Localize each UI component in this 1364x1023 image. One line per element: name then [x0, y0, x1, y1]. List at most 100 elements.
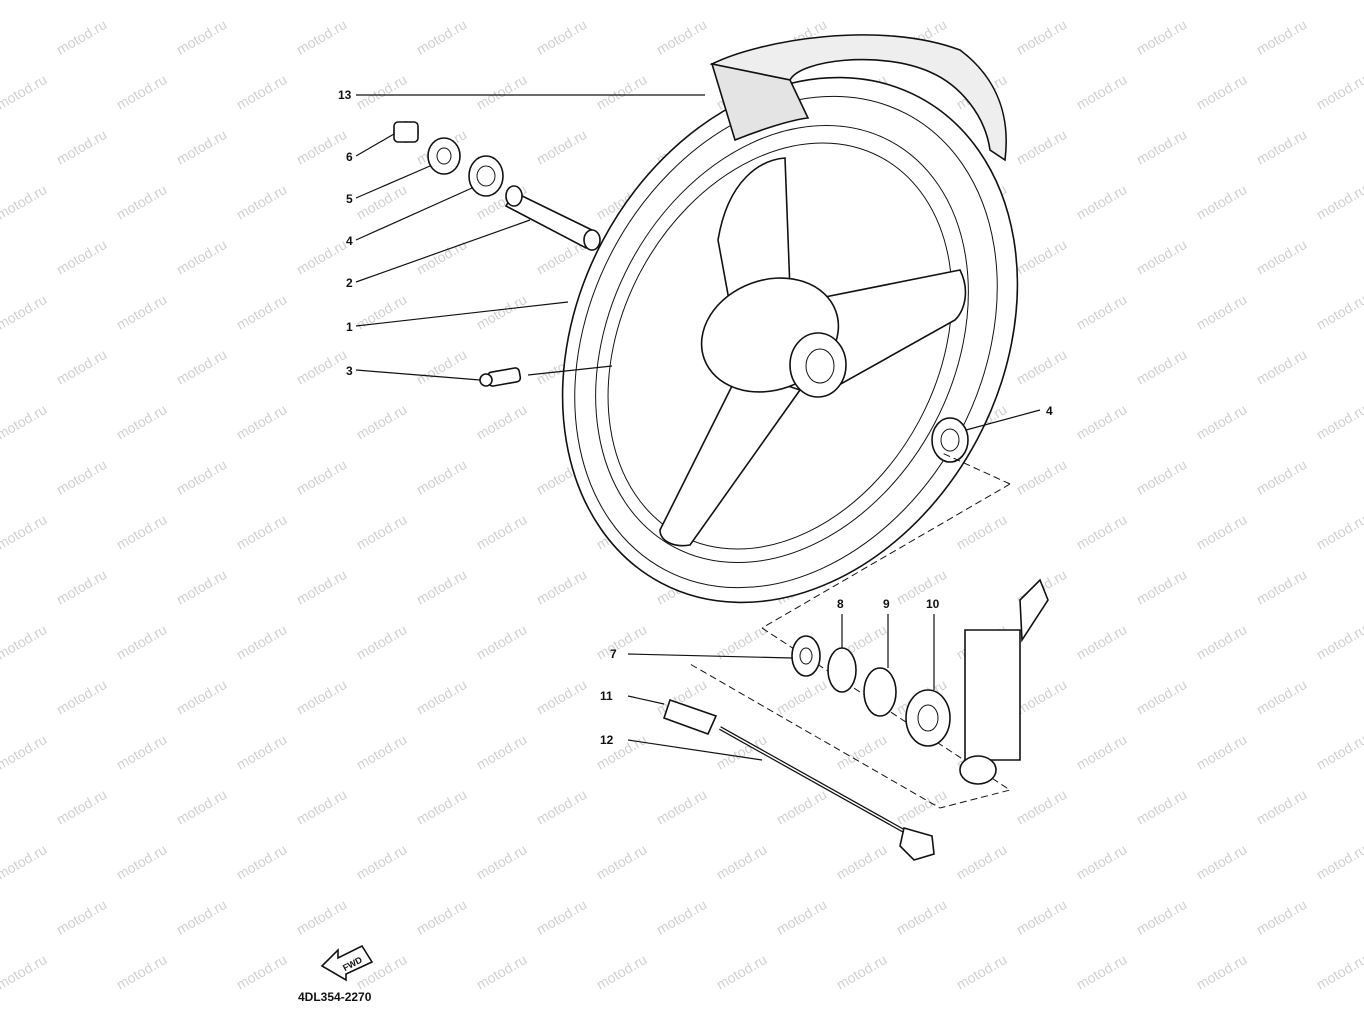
watermark-text: motod.ru — [414, 566, 470, 607]
watermark-text: motod.ru — [1074, 291, 1130, 332]
watermark-text: motod.ru — [414, 786, 470, 827]
watermark-text: motod.ru — [954, 511, 1010, 552]
watermark-text: motod.ru — [174, 676, 230, 717]
watermark-text: motod.ru — [54, 566, 110, 607]
watermark-text: motod.ru — [234, 731, 290, 772]
watermark-text: motod.ru — [0, 181, 49, 222]
watermark-text: motod.ru — [354, 401, 410, 442]
watermark-text: motod.ru — [1254, 236, 1310, 277]
watermark-text: motod.ru — [834, 731, 890, 772]
collar-6 — [393, 121, 419, 143]
watermark-text: motod.ru — [114, 401, 170, 442]
callout-13: 13 — [338, 88, 352, 102]
watermark-text: motod.ru — [414, 896, 470, 937]
watermark-text: motod.ru — [294, 16, 350, 57]
watermark-text: motod.ru — [1254, 676, 1310, 717]
watermark-text: motod.ru — [174, 126, 230, 167]
watermark-text: motod.ru — [234, 71, 290, 112]
callout-6: 6 — [346, 150, 353, 164]
watermark-text: motod.ru — [174, 566, 230, 607]
watermark-text: motod.ru — [1074, 181, 1130, 222]
oil-seal-9 — [863, 667, 897, 717]
wheel-assembly — [561, 34, 1019, 604]
hub-flange — [789, 332, 847, 398]
watermark-text: motod.ru — [1194, 511, 1250, 552]
watermark-text: motod.ru — [1254, 786, 1310, 827]
watermark-text: motod.ru — [354, 841, 410, 882]
watermark-text: motod.ru — [534, 786, 590, 827]
watermark-text: motod.ru — [1314, 621, 1364, 662]
meter-drive-clutch-7 — [791, 635, 821, 677]
watermark-text: motod.ru — [1134, 236, 1190, 277]
watermark-text: motod.ru — [1254, 16, 1310, 57]
callout-9: 9 — [883, 597, 890, 611]
watermark-text: motod.ru — [0, 291, 49, 332]
watermark-text: motod.ru — [474, 951, 530, 992]
callout-11: 11 — [600, 689, 613, 703]
spoke-right — [809, 269, 967, 392]
watermark-text: motod.ru — [654, 786, 710, 827]
watermark-text: motod.ru — [54, 16, 110, 57]
watermark-text: motod.ru — [1314, 731, 1364, 772]
watermark-text: motod.ru — [114, 181, 170, 222]
bearing-4-right — [931, 417, 969, 463]
watermark-text: motod.ru — [534, 566, 590, 607]
watermark-text: motod.ru — [1194, 731, 1250, 772]
watermark-text: motod.ru — [354, 621, 410, 662]
watermark-text: motod.ru — [1194, 181, 1250, 222]
watermark-text: motod.ru — [1074, 511, 1130, 552]
watermark-text: motod.ru — [1194, 841, 1250, 882]
watermark-text: motod.ru — [414, 346, 470, 387]
watermark-text: motod.ru — [54, 456, 110, 497]
watermark-text: motod.ru — [174, 786, 230, 827]
watermark-text: motod.ru — [1074, 71, 1130, 112]
axle-12 — [719, 726, 935, 861]
watermark-text: motod.ru — [1074, 621, 1130, 662]
watermark-text: motod.ru — [174, 346, 230, 387]
fork-leg — [959, 578, 1049, 785]
watermark-text: motod.ru — [0, 731, 49, 772]
watermark-text: motod.ru — [594, 71, 650, 112]
watermark-text: motod.ru — [234, 621, 290, 662]
valve-stem — [479, 367, 522, 387]
watermark-text: motod.ru — [1194, 401, 1250, 442]
watermark-text: motod.ru — [114, 621, 170, 662]
watermark-text: motod.ru — [474, 621, 530, 662]
watermark-text: motod.ru — [114, 291, 170, 332]
watermark-text: motod.ru — [0, 841, 49, 882]
watermark-text: motod.ru — [714, 951, 770, 992]
watermark-text: motod.ru — [594, 841, 650, 882]
watermark-text: motod.ru — [1074, 841, 1130, 882]
watermark-text: motod.ru — [1134, 16, 1190, 57]
watermark-text: motod.ru — [354, 71, 410, 112]
callout-4-upper: 4 — [346, 234, 353, 248]
watermark-text: motod.ru — [54, 236, 110, 277]
oil-seal-5 — [427, 137, 461, 175]
watermark-text: motod.ru — [834, 841, 890, 882]
watermark-text: motod.ru — [1074, 731, 1130, 772]
watermark-text: motod.ru — [0, 621, 49, 662]
watermark-text: motod.ru — [654, 896, 710, 937]
watermark-text: motod.ru — [114, 71, 170, 112]
watermark-text: motod.ru — [774, 786, 830, 827]
callout-7: 7 — [610, 647, 617, 661]
watermark-text: motod.ru — [1314, 401, 1364, 442]
watermark-text: motod.ru — [594, 621, 650, 662]
watermark-text: motod.ru — [174, 16, 230, 57]
watermark-text: motod.ru — [474, 511, 530, 552]
watermark-text: motod.ru — [1254, 346, 1310, 387]
watermark-text: motod.ru — [534, 126, 590, 167]
watermark-text: motod.ru — [894, 566, 950, 607]
callout-12: 12 — [600, 733, 614, 747]
watermark-text: motod.ru — [1194, 71, 1250, 112]
watermark-text: motod.ru — [114, 731, 170, 772]
watermark-text: motod.ru — [534, 16, 590, 57]
diagram-code: 4DL354-2270 — [298, 990, 372, 1004]
watermark-text: motod.ru — [1134, 566, 1190, 607]
watermark-text: motod.ru — [54, 896, 110, 937]
watermark-text: motod.ru — [1014, 786, 1070, 827]
watermark-text: motod.ru — [0, 401, 49, 442]
leader-lines — [355, 94, 1041, 761]
watermark-text: motod.ru — [594, 951, 650, 992]
watermark-text: motod.ru — [1254, 896, 1310, 937]
